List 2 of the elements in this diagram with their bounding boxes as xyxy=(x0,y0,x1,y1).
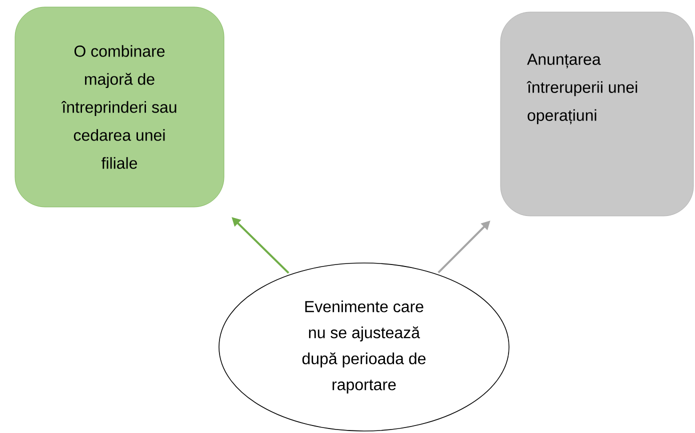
process-box: O combinare majoră de întreprinderi sau cedarea unei filiale xyxy=(14,6,224,208)
process-box: Anunțarea întreruperii unei operațiuni xyxy=(500,12,694,216)
